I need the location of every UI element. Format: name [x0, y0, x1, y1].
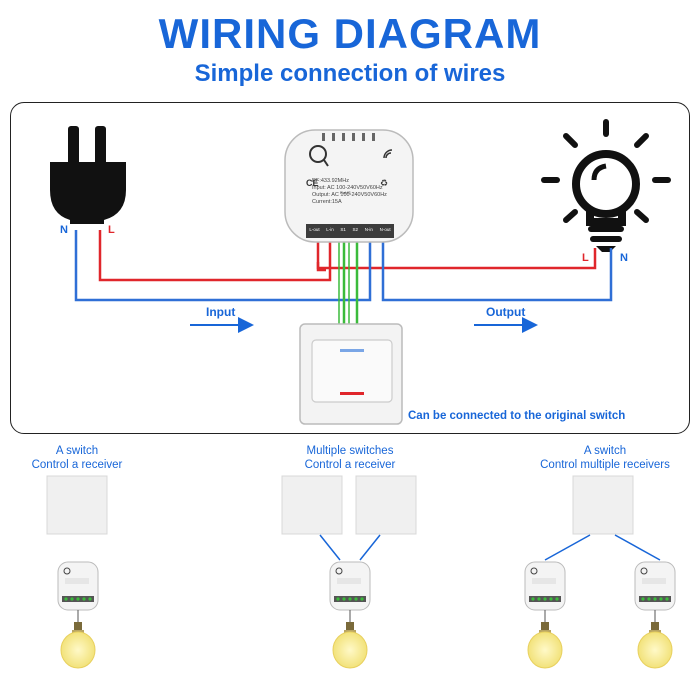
- bulb-icon: [541, 119, 671, 252]
- module: [57, 561, 99, 611]
- wall-switch: [299, 323, 403, 425]
- bulb-l-label: L: [582, 252, 589, 264]
- switch-panel: [281, 475, 343, 535]
- terminal-label: L-in: [326, 227, 334, 232]
- terminal-labels: L-out L-in S1 S2 N-in N-out: [306, 227, 394, 232]
- caption-line: Control a receiver: [31, 459, 123, 471]
- caption-line: A switch: [583, 445, 627, 457]
- scenarios-svg: [46, 475, 676, 669]
- switch-panel: [46, 475, 108, 535]
- lamp: [60, 621, 96, 669]
- scenario-3: [524, 475, 676, 669]
- lamp: [527, 621, 563, 669]
- lamp: [332, 621, 368, 669]
- scenario-1: [46, 475, 108, 669]
- plug-l-label: L: [108, 224, 115, 236]
- wiring-svg: CE RoHS ♻: [50, 119, 671, 425]
- caption-line: Control a receiver: [304, 459, 396, 471]
- terminal-label: S2: [352, 227, 359, 232]
- scenario-2: [281, 475, 417, 669]
- reset-icon: [309, 145, 327, 163]
- terminal-label: N-in: [364, 227, 373, 232]
- ce-mark: CE: [306, 178, 319, 188]
- scenario-caption: Multiple switches Control a receiver: [270, 444, 430, 472]
- svg-text:♻: ♻: [380, 178, 388, 188]
- main-diagram-panel: [10, 102, 690, 434]
- terminal-label: S1: [340, 227, 346, 232]
- switch-panel: [572, 475, 634, 535]
- output-label: Output: [486, 305, 526, 319]
- terminal-label: N-out: [379, 227, 391, 232]
- caption-line: Multiple switches: [306, 445, 394, 457]
- lamp: [637, 621, 673, 669]
- caption-line: Control multiple receivers: [540, 459, 670, 471]
- module: [329, 561, 371, 611]
- switch-panel: [355, 475, 417, 535]
- spec-line: RF:433.92MHz: [312, 178, 349, 184]
- terminal-label: L-out: [309, 227, 320, 232]
- wifi-icon: [383, 149, 393, 159]
- spec-line: Current:15A: [312, 199, 342, 205]
- switch-note: Can be connected to the original switch: [408, 410, 626, 422]
- spec-line: Input: AC 100-240V50V60Hz: [312, 185, 383, 191]
- scenario-caption: A switch Control a receiver: [0, 444, 154, 472]
- plug-icon: [50, 126, 126, 224]
- module: [634, 561, 676, 611]
- page-subtitle: Simple connection of wires: [194, 60, 506, 87]
- scenario-caption: A switch Control multiple receivers: [515, 444, 695, 472]
- spec-line: Output: AC 100-240V50V60Hz: [312, 192, 387, 198]
- caption-line: A switch: [55, 445, 99, 457]
- input-label: Input: [206, 305, 236, 319]
- plug-n-label: N: [60, 224, 68, 236]
- smart-module: CE RoHS ♻: [284, 129, 414, 243]
- page-title: WIRING DIAGRAM: [158, 10, 542, 57]
- wires: [74, 230, 613, 324]
- module-specs: RF:433.92MHz Input: AC 100-240V50V60Hz O…: [312, 178, 398, 206]
- rohs-mark: RoHS: [340, 190, 351, 195]
- bulb-n-label: N: [620, 252, 628, 264]
- module: [524, 561, 566, 611]
